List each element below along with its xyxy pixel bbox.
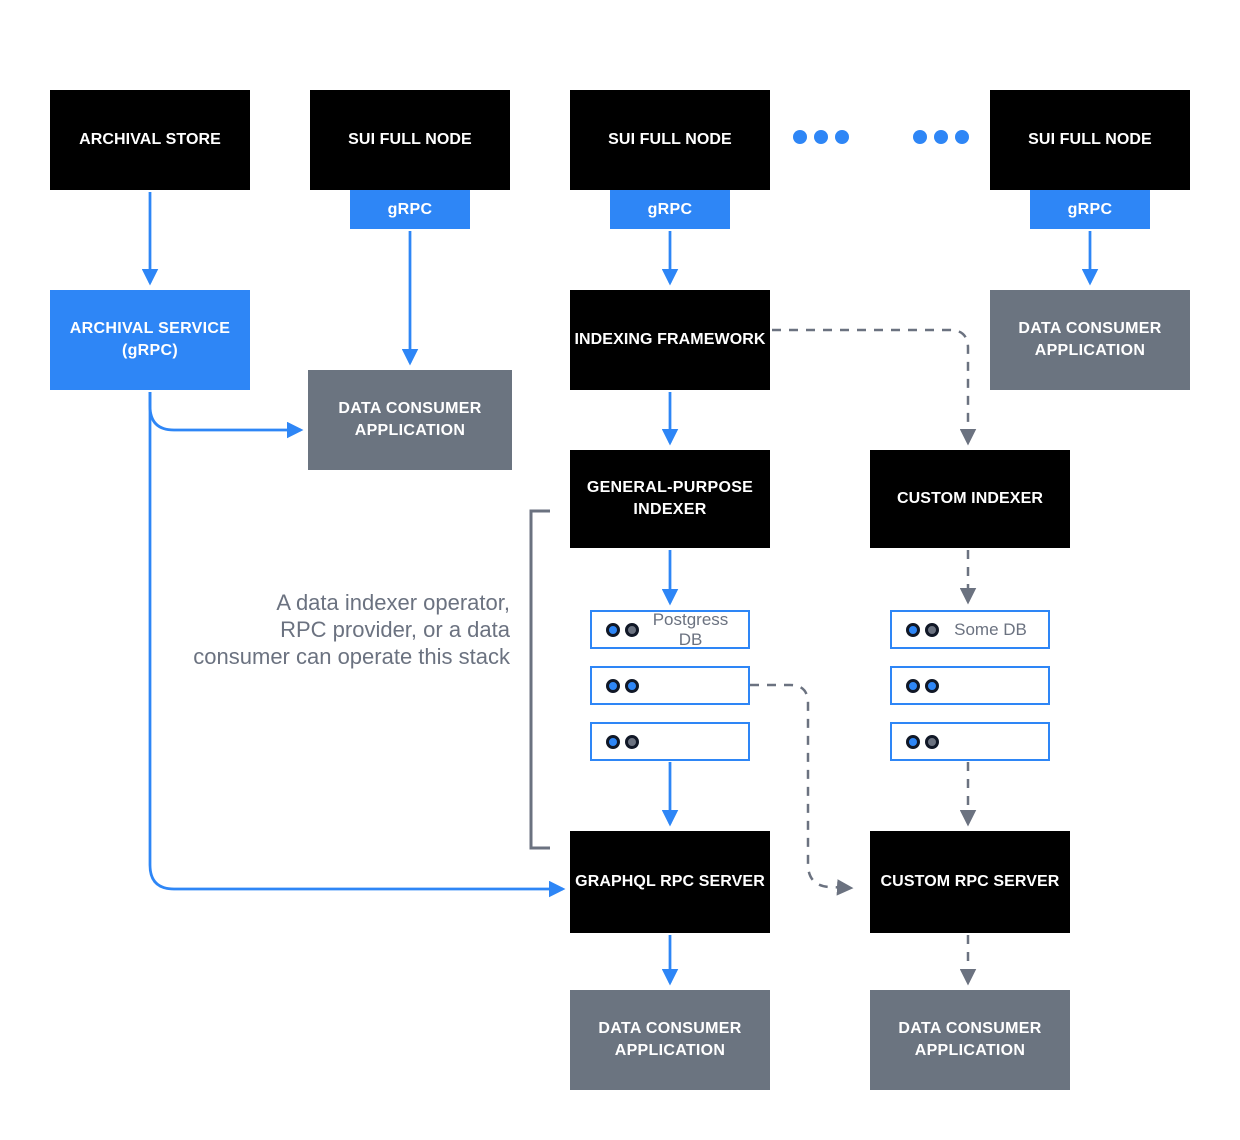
db-dot-blue-icon — [625, 678, 639, 693]
box-data-consumer-app-left: DATA CONSUMER APPLICATION — [308, 370, 512, 470]
box-custom-indexer: CUSTOM INDEXER — [870, 450, 1070, 548]
dashed-gray-arrows — [750, 328, 977, 986]
box-graphql-rpc-server: GRAPHQL RPC SERVER — [570, 831, 770, 933]
box-general-purpose-indexer: GENERAL-PURPOSE INDEXER — [570, 450, 770, 548]
stack-annotation-line: consumer can operate this stack — [193, 644, 510, 669]
stack-annotation-line: A data indexer operator, — [276, 590, 510, 615]
box-custom-rpc-server: CUSTOM RPC SERVER — [870, 831, 1070, 933]
box-data-consumer-app-top-right: DATA CONSUMER APPLICATION — [990, 290, 1190, 390]
db-row-custom-2 — [890, 666, 1050, 705]
db-row-some-db: Some DB — [890, 610, 1050, 649]
db-dot-blue-icon — [906, 678, 920, 693]
db-dot-blue-icon — [606, 734, 620, 749]
grpc-tag-1: gRPC — [350, 190, 470, 229]
db-dot-blue-icon — [906, 734, 920, 749]
box-data-consumer-app-bottom-left: DATA CONSUMER APPLICATION — [570, 990, 770, 1090]
arrow-archival-service-to-graphql-server — [148, 392, 566, 898]
db-dot-blue-icon — [606, 622, 620, 637]
db-row-label: Some DB — [954, 619, 1027, 639]
db-dot-blue-icon — [906, 622, 920, 637]
db-dot-gray-icon — [925, 734, 939, 749]
db-row-general-2 — [590, 666, 750, 705]
box-data-consumer-app-bottom-right: DATA CONSUMER APPLICATION — [870, 990, 1070, 1090]
db-row-postgress: Postgress DB — [590, 610, 750, 649]
box-sui-full-node-3: SUI FULL NODE — [990, 90, 1190, 190]
db-dot-gray-icon — [625, 734, 639, 749]
db-dot-blue-icon — [606, 678, 620, 693]
db-dot-gray-icon — [625, 622, 639, 637]
db-dot-gray-icon — [925, 622, 939, 637]
db-row-label: Postgress DB — [652, 609, 729, 649]
box-archival-store: ARCHIVAL STORE — [50, 90, 250, 190]
box-archival-service: ARCHIVAL SERVICE (gRPC) — [50, 290, 250, 390]
box-sui-full-node-2: SUI FULL NODE — [570, 90, 770, 190]
stack-annotation-line: RPC provider, or a data — [280, 617, 510, 642]
db-dot-blue-icon — [925, 678, 939, 693]
solid-blue-arrows — [141, 192, 1099, 986]
grpc-tag-3: gRPC — [1030, 190, 1150, 229]
box-indexing-framework: INDEXING FRAMEWORK — [570, 290, 770, 390]
grpc-tag-2: gRPC — [610, 190, 730, 229]
arrow-indexing-framework-to-custom-indexer — [772, 328, 977, 446]
box-sui-full-node-1: SUI FULL NODE — [310, 90, 510, 190]
db-row-custom-3 — [890, 722, 1050, 761]
db-row-general-3 — [590, 722, 750, 761]
arrow-general-db-to-custom-rpc-server — [750, 683, 854, 896]
stack-bracket — [529, 509, 550, 850]
arrow-archival-service-branch-to-data-consumer-app — [148, 392, 304, 439]
node-ellipsis-dots-icon — [793, 130, 969, 144]
stack-annotation: A data indexer operator, RPC provider, o… — [140, 589, 510, 670]
